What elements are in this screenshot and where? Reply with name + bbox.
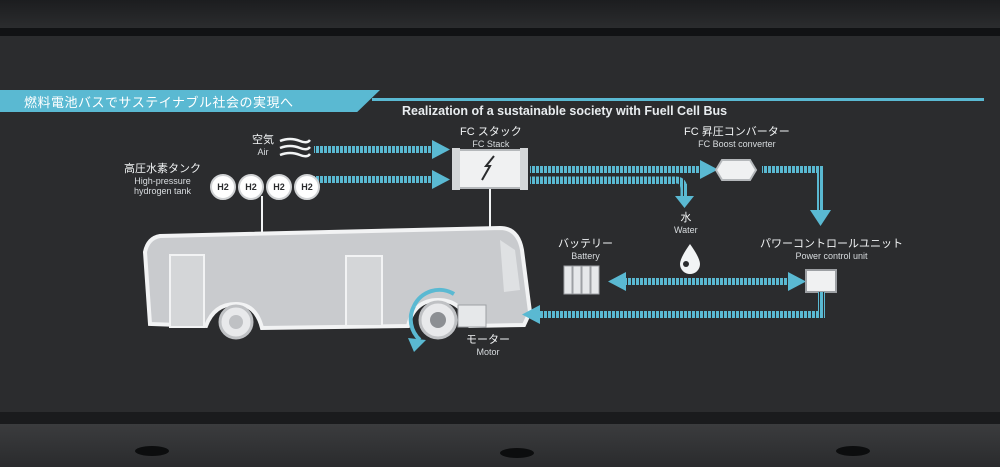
bus-illustration xyxy=(142,225,533,352)
battery-label: バッテリー Battery xyxy=(558,238,613,261)
air-icon xyxy=(279,137,311,158)
fc-stack xyxy=(452,148,528,190)
h2-tank-icon: H2 xyxy=(266,174,292,200)
counter-surface xyxy=(0,424,1000,467)
light-fixture xyxy=(500,448,534,458)
h2-tank-icon: H2 xyxy=(238,174,264,200)
water-label: 水 Water xyxy=(674,212,698,235)
title-english: Realization of a sustainable society wit… xyxy=(402,104,728,118)
motor-label: モーター Motor xyxy=(466,334,510,357)
power-control-unit-label: パワーコントロールユニット Power control unit xyxy=(760,238,903,261)
ceiling xyxy=(0,0,1000,30)
header-band xyxy=(0,90,380,112)
power-control-unit xyxy=(805,269,837,293)
header-line xyxy=(372,98,984,101)
battery-pack xyxy=(563,265,600,295)
fc-boost-converter xyxy=(714,159,758,181)
light-fixture xyxy=(135,446,169,456)
air-label: 空気 Air xyxy=(252,134,274,157)
light-fixture xyxy=(836,446,870,456)
h2-tank-icon: H2 xyxy=(210,174,236,200)
title-japanese: 燃料電池バスでサステイナブル社会の実現へ xyxy=(24,95,294,110)
fc-boost-converter-label: FC 昇圧コンバーター FC Boost converter xyxy=(684,126,790,149)
hydrogen-tanks: H2 H2 H2 H2 xyxy=(210,174,320,200)
hydrogen-tank-label: 高圧水素タンク High-pressure hydrogen tank xyxy=(124,163,201,196)
h2-tank-icon: H2 xyxy=(294,174,320,200)
fc-stack-label: FC スタック FC Stack xyxy=(460,126,522,149)
display-bezel-top xyxy=(0,28,1000,38)
water-drop-icon xyxy=(680,244,700,274)
display-bezel-bottom xyxy=(0,412,1000,424)
